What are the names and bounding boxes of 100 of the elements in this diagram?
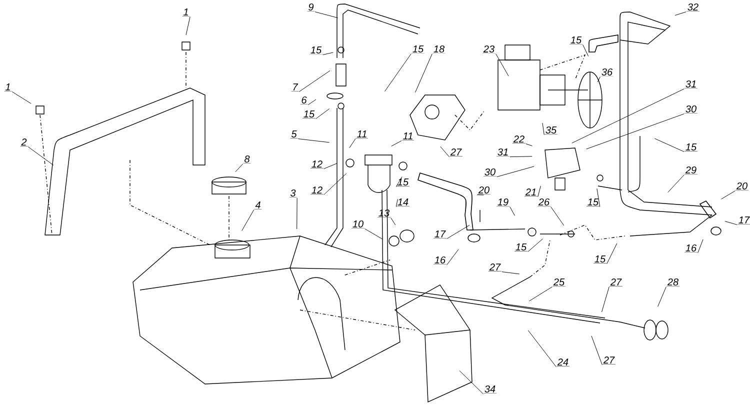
leader-line — [324, 163, 338, 170]
leader-line — [510, 156, 532, 158]
leader-line — [446, 224, 470, 239]
callout-number: 17 — [737, 216, 750, 224]
leader-line — [12, 91, 32, 104]
callout-number: 12 — [310, 160, 324, 168]
leader-line — [674, 12, 686, 16]
callout-number: 22 — [512, 136, 526, 144]
callout-number: 2 — [20, 138, 28, 146]
leader-line — [186, 16, 190, 36]
callout-number: 14 — [396, 198, 410, 206]
callout-number: 7 — [291, 84, 299, 92]
callout-number: 15 — [302, 110, 316, 118]
leader-line — [459, 370, 484, 394]
leader-line — [322, 52, 334, 56]
callout-number: 31 — [684, 80, 698, 89]
leader-line — [596, 188, 600, 208]
callout-number: 20 — [477, 186, 491, 195]
leader-line — [396, 198, 398, 207]
callout-number: 16 — [684, 244, 698, 253]
callout-number: 1 — [4, 84, 12, 92]
callout-number: 4 — [254, 202, 262, 210]
callout-number: 29 — [684, 166, 698, 175]
callout-number: 19 — [496, 198, 510, 207]
leader-line — [582, 44, 589, 56]
callout-number: 15 — [586, 198, 600, 206]
callout-number: 5 — [290, 130, 298, 138]
leader-line — [235, 164, 244, 172]
callout-number: 3 — [289, 189, 297, 198]
leader-line — [538, 186, 541, 198]
callout-number: 20 — [735, 182, 749, 191]
callout-number: 23 — [482, 45, 496, 54]
leader-line — [526, 144, 532, 146]
callout-number: 27 — [602, 356, 616, 364]
leader-line — [724, 221, 738, 225]
leader-line — [298, 70, 330, 92]
leader-line — [721, 190, 736, 200]
leader-line — [510, 206, 516, 216]
leader-line — [324, 173, 347, 196]
callout-number: 17 — [433, 230, 447, 238]
callout-number: 1 — [182, 8, 190, 16]
leader-line — [476, 194, 484, 196]
leader-line — [298, 138, 330, 143]
callout-number: 26 — [537, 198, 551, 207]
leader-line — [572, 88, 684, 144]
callout-number: 36 — [600, 68, 614, 77]
callout-number: 15 — [569, 36, 583, 44]
callout-number: 28 — [666, 278, 680, 287]
leader-line — [364, 228, 383, 240]
leader-line — [668, 174, 684, 193]
callout-number: 30 — [684, 105, 698, 114]
leader-line — [542, 122, 544, 136]
callout-number: 35 — [544, 126, 558, 135]
leader-line — [391, 140, 402, 146]
leader-line — [550, 206, 564, 226]
callout-number: 11 — [402, 132, 414, 140]
leader-line — [440, 146, 450, 158]
leader-line — [242, 209, 254, 231]
callout-number: 25 — [552, 278, 566, 287]
leader-line — [308, 99, 316, 106]
callout-number: 11 — [356, 130, 368, 138]
callout-number: 15 — [593, 256, 607, 264]
leader-line — [528, 238, 543, 252]
callout-number: 10 — [351, 220, 365, 229]
leader-line — [698, 239, 704, 254]
leader-line — [446, 249, 459, 266]
leader-line — [415, 54, 432, 93]
callout-number: 12 — [310, 186, 324, 194]
leader-line — [314, 12, 338, 18]
leader-line — [591, 336, 602, 366]
callout-number: 34 — [483, 385, 497, 394]
callout-number: 32 — [686, 3, 700, 12]
leader-line — [396, 176, 402, 188]
leader-line — [349, 138, 356, 148]
leader-line — [654, 138, 684, 152]
leader-line — [601, 286, 610, 312]
callout-number: 27 — [449, 148, 463, 156]
leader-line — [658, 286, 666, 307]
leader-line — [496, 166, 534, 178]
callout-number: 31 — [496, 148, 510, 157]
callout-number: 24 — [556, 358, 570, 366]
callout-number: 8 — [243, 155, 251, 164]
leader-line — [528, 330, 556, 368]
leader-line — [496, 54, 509, 76]
callout-number: 6 — [300, 96, 308, 105]
callout-number: 27 — [609, 278, 623, 286]
callout-number: 15 — [684, 144, 698, 152]
leader-line — [597, 76, 600, 82]
callout-number: 21 — [524, 188, 538, 196]
leader-line — [316, 108, 330, 120]
leader-line — [586, 114, 684, 150]
leader-line — [296, 198, 298, 230]
leader-line — [390, 218, 396, 226]
callout-number: 15 — [309, 46, 323, 54]
leader-line — [606, 243, 618, 264]
callout-number: 18 — [432, 45, 446, 54]
callout-number: 27 — [488, 264, 502, 272]
leader-line — [529, 286, 552, 302]
leader-line — [384, 54, 412, 92]
callout-number: 16 — [433, 256, 447, 265]
